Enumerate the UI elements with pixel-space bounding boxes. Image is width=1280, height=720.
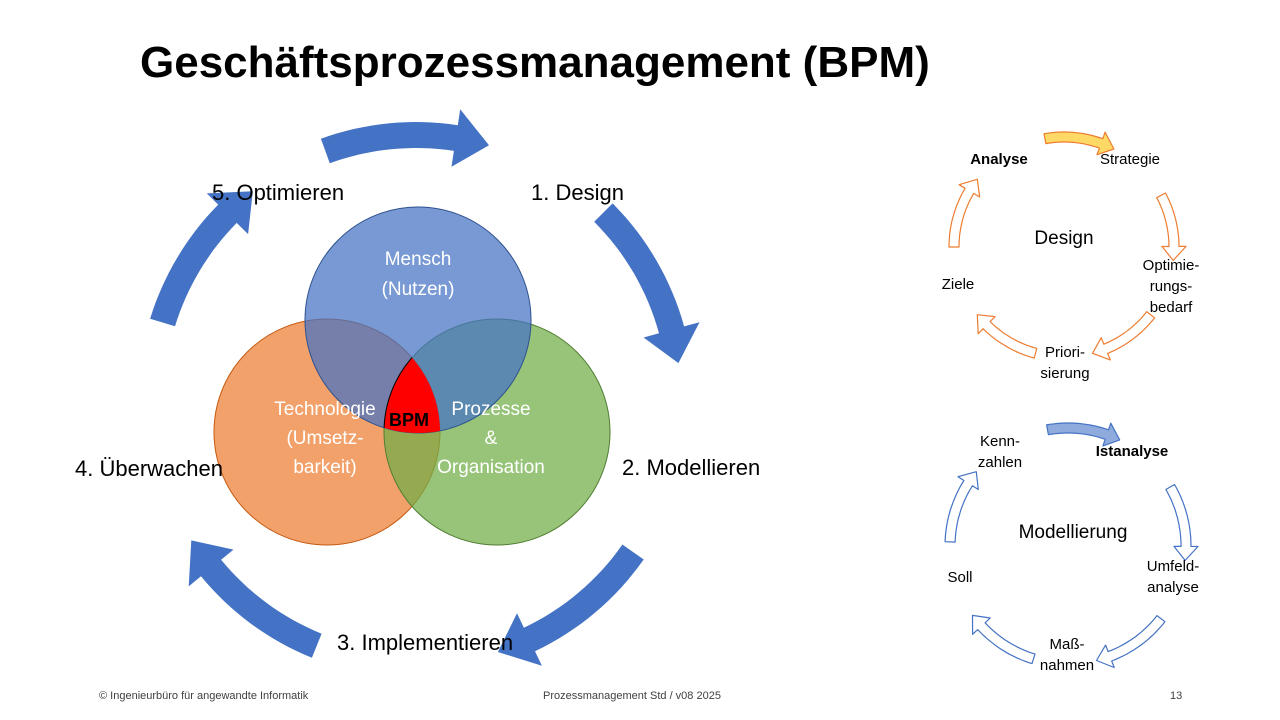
cycle-arrow-5 [150,191,253,327]
design-cycle-item-1: Analyse [970,151,1028,168]
step-design: 1. Design [531,180,624,205]
model-cycle-arrow-1 [1046,422,1121,447]
cycle-arrow-1 [320,109,489,167]
step-modellieren: 2. Modellieren [622,455,760,480]
design-cycle-arrow-3 [1091,311,1156,361]
model-cycle-arrows [944,422,1199,669]
model-cycle-item-4: Soll [947,569,972,586]
design-cycle-labels: Analyse StrategieOptimie-rungs-bedarfPrio… [942,151,1200,382]
footer-center: Prozessmanagement Std / v08 2025 [543,690,721,702]
model-cycle-arrow-4 [971,614,1036,665]
design-cycle-arrow-1 [1043,131,1115,156]
model-cycle-item-1: Istanalyse [1096,443,1169,460]
venn-label-prozesse-1: Prozesse [451,399,530,420]
model-cycle-item-3: Maß-nahmen [1040,636,1094,674]
venn-center-label: BPM [389,410,429,430]
venn-diagram: Mensch (Nutzen) Technologie (Umsetz- bar… [213,206,611,546]
step-optimieren: 5. Optimieren [212,180,344,205]
footer-page-number: 13 [1170,690,1183,702]
step-ueberwachen: 4. Überwachen [75,456,223,481]
design-cycle-arrow-5 [948,178,981,248]
cycle-arrow-3 [497,544,644,666]
design-cycle-arrows [948,131,1187,361]
design-cycle-item-3: Optimie-rungs-bedarf [1143,257,1200,316]
design-cycle-item-2: Strategie [1100,151,1160,168]
design-cycle-center: Design [1034,228,1093,249]
footer-copyright: © Ingenieurbüro für angewandte Informati… [99,690,309,702]
model-cycle-center: Modellierung [1019,522,1128,543]
design-cycle-item-4: Priori-sierung [1040,344,1089,382]
venn-label-technologie-2: (Umsetz- [286,428,363,449]
cycle-arrow-4 [188,540,322,658]
venn-label-mensch-2: (Nutzen) [382,279,455,300]
venn-label-technologie-3: barkeit) [293,457,356,478]
cycle-arrow-2 [594,203,700,364]
model-cycle-item-2: Umfeld-analyse [1147,558,1200,596]
venn-label-prozesse-3: Organisation [437,457,545,478]
design-cycle-item-5: Ziele [942,276,975,293]
model-cycle-arrow-3 [1095,615,1166,669]
model-cycle-arrow-5 [944,471,979,543]
venn-label-mensch-1: Mensch [385,249,452,270]
design-cycle-arrow-4 [976,314,1038,359]
step-implementieren: 3. Implementieren [337,630,513,655]
page-title: Geschäftsprozessmanagement (BPM) [140,38,930,87]
model-cycle-arrow-2 [1165,483,1199,561]
model-cycle-item-5: Kenn-zahlen [978,433,1022,471]
design-cycle-arrow-2 [1156,192,1187,261]
cycle-arrows [150,109,700,666]
venn-label-technologie-1: Technologie [274,399,375,420]
venn-label-prozesse-2: & [485,428,498,449]
